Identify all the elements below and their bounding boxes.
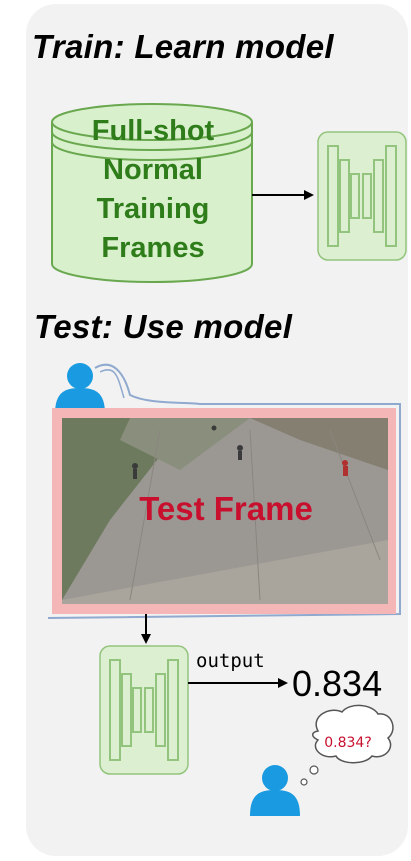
output-label: output xyxy=(196,650,265,672)
database-icon xyxy=(51,103,253,283)
train-title: Train: Learn model xyxy=(32,28,334,65)
train-model-icon xyxy=(317,131,407,261)
database-label: Full-shot Normal Training Frames xyxy=(58,112,248,268)
test-frame-photo xyxy=(52,408,396,614)
database-label-line: Training xyxy=(96,193,210,225)
database-label-line: Normal xyxy=(103,154,203,186)
test-person-icon xyxy=(55,363,105,414)
database-label-line: Frames xyxy=(101,232,205,264)
test-model-icon xyxy=(99,645,189,775)
database-label-line: Full-shot xyxy=(91,115,215,147)
test-title: Test: Use model xyxy=(34,308,293,345)
viewer-person-icon xyxy=(250,765,300,816)
test-frame-label: Test Frame xyxy=(139,490,313,527)
thought-bubble-icon xyxy=(300,704,394,786)
score-value: 0.834 xyxy=(292,663,383,704)
thought-text: 0.834? xyxy=(324,735,372,751)
